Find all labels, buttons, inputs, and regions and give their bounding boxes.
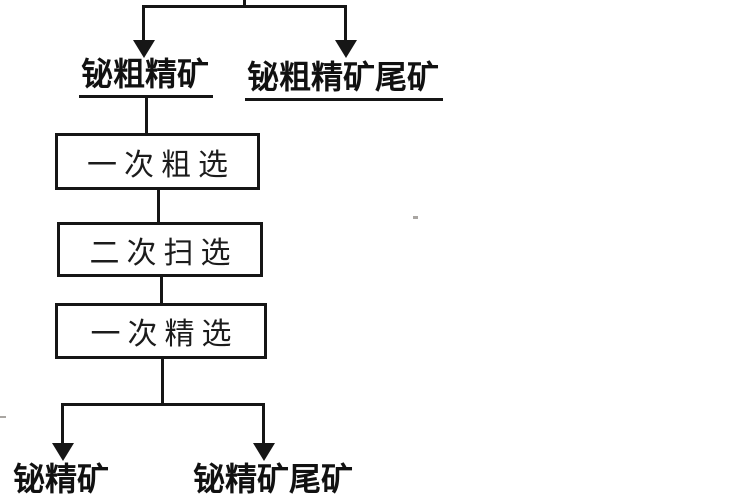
top-feed-line [243, 0, 246, 8]
label-bismuth-concentrate-tailings: 铋精矿尾矿 [191, 462, 358, 500]
process-box-label: 一次精选 [90, 317, 239, 352]
bottom-split-bar [61, 403, 265, 406]
bottom-right-branch-line [262, 403, 265, 444]
process-box-label: 一次粗选 [87, 147, 235, 183]
process-box-first-cleaning: 一次精选 [55, 303, 267, 359]
connector-line-3 [160, 276, 163, 304]
arrow-down-icon [133, 40, 155, 58]
label-bismuth-rough-concentrate-tailings: 铋粗精矿尾矿 [245, 60, 444, 101]
top-left-branch-line [142, 5, 145, 43]
connector-line-2 [157, 189, 160, 223]
arrow-down-icon [52, 443, 74, 461]
scan-speck [413, 216, 418, 219]
arrow-down-icon [253, 443, 275, 461]
label-bismuth-concentrate: 铋精矿 [11, 462, 114, 500]
connector-line-1 [145, 97, 148, 134]
process-box-label: 二次扫选 [89, 235, 238, 271]
label-bismuth-rough-concentrate: 铋粗精矿 [79, 57, 214, 98]
connector-line-4 [161, 358, 164, 406]
process-box-second-scavenging: 二次扫选 [57, 222, 263, 277]
process-box-first-roughing: 一次粗选 [55, 133, 260, 190]
bottom-left-branch-line [61, 403, 64, 444]
scan-speck [0, 416, 6, 418]
top-split-bar [142, 5, 347, 8]
arrow-down-icon [335, 40, 357, 58]
top-right-branch-line [344, 5, 347, 43]
